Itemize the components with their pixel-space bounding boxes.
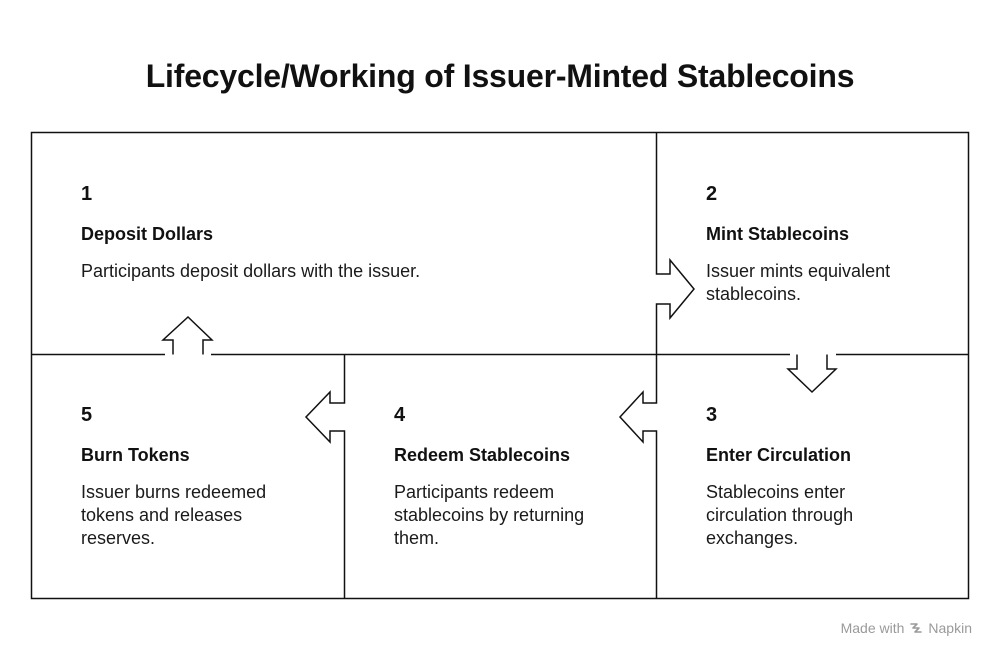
step-5: 5 Burn Tokens Issuer burns redeemed toke… — [81, 403, 296, 550]
step-heading: Deposit Dollars — [81, 224, 214, 244]
step-4: 4 Redeem Stablecoins Participants redeem… — [394, 403, 619, 550]
step-heading: Burn Tokens — [81, 445, 190, 465]
step-3: 3 Enter Circulation Stablecoins enter ci… — [706, 403, 916, 550]
made-with-napkin-watermark: Made with Napkin — [841, 620, 972, 636]
napkin-brand-label: Napkin — [928, 620, 972, 636]
napkin-logo-icon — [909, 621, 923, 635]
arrow-4-to-5 — [304, 354, 346, 599]
arrow-1-to-2 — [655, 132, 695, 355]
outer-border — [30, 131, 970, 600]
diagram-title: Lifecycle/Working of Issuer-Minted Stabl… — [145, 58, 855, 94]
made-with-label: Made with — [840, 620, 905, 636]
step-heading: Mint Stablecoins — [706, 224, 850, 244]
step-1: 1 Deposit Dollars Participants deposit d… — [81, 182, 601, 283]
step-heading: Redeem Stablecoins — [394, 445, 571, 465]
step-description: Participants deposit dollars with the is… — [81, 261, 421, 281]
step-heading: Enter Circulation — [706, 445, 852, 465]
arrow-3-to-4 — [618, 354, 658, 599]
arrow-5-to-1 — [161, 315, 214, 355]
step-description: Participants redeem stablecoins by retur… — [394, 482, 585, 548]
step-number: 2 — [706, 183, 718, 205]
step-description: Issuer mints equivalent stablecoins. — [706, 261, 891, 304]
step-number: 5 — [81, 404, 93, 426]
step-number: 1 — [81, 183, 93, 205]
step-2: 2 Mint Stablecoins Issuer mints equivale… — [706, 182, 936, 306]
step-number: 4 — [394, 404, 406, 426]
step-description: Stablecoins enter circulation through ex… — [706, 482, 854, 548]
arrow-2-to-3 — [786, 354, 838, 394]
step-number: 3 — [706, 404, 718, 426]
step-description: Issuer burns redeemed tokens and release… — [81, 482, 267, 548]
